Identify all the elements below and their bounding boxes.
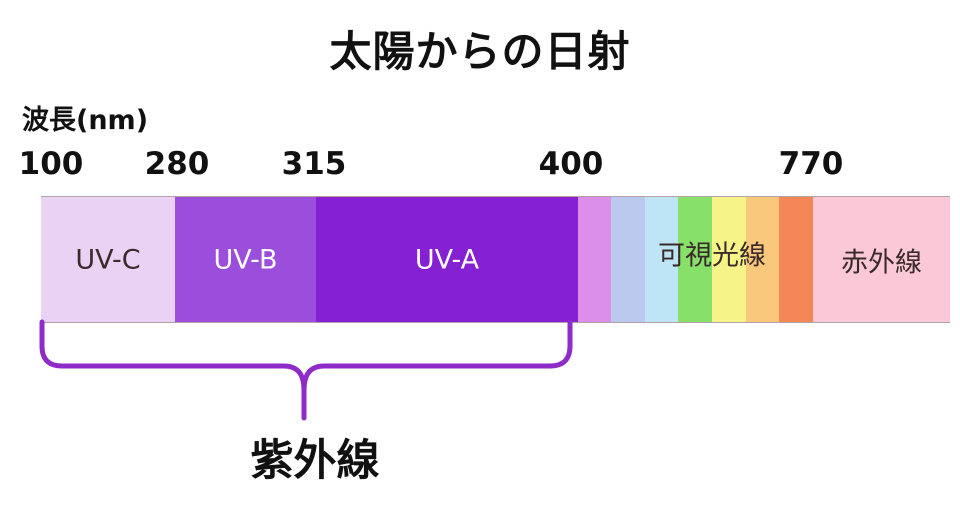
band-infrared-label: 赤外線: [841, 247, 922, 278]
wavelength-unit-label: 波長(nm): [22, 105, 149, 136]
visible-stripe-cyan: [645, 197, 678, 322]
band-infrared: 赤外線: [813, 197, 950, 322]
band-uv-c: UV-C: [41, 197, 175, 322]
visible-stripe-orange: [746, 197, 779, 322]
uv-group-label: 紫外線: [250, 436, 380, 486]
tick-400: 400: [538, 146, 604, 182]
visible-stripe-blue: [611, 197, 645, 322]
band-uv-c-label: UV-C: [75, 244, 141, 275]
tick-100: 100: [18, 146, 84, 182]
band-uv-a: UV-A: [316, 197, 578, 322]
visible-stripe-red: [779, 197, 813, 322]
visible-stripe-yellow: [712, 197, 746, 322]
tick-770: 770: [778, 146, 844, 182]
uv-bracket: [39, 319, 573, 421]
band-visible: [578, 197, 813, 322]
visible-stripe-green: [678, 197, 712, 322]
band-uv-b-label: UV-B: [213, 244, 278, 275]
spectrum-bar: UV-C UV-B UV-A 赤外線 可視光線: [41, 196, 950, 323]
band-uv-a-label: UV-A: [414, 244, 480, 275]
tick-280: 280: [144, 146, 210, 182]
band-visible-label: 可視光線: [658, 240, 766, 272]
diagram-title: 太陽からの日射: [329, 27, 631, 76]
tick-315: 315: [281, 146, 347, 182]
band-uv-b: UV-B: [175, 197, 316, 322]
visible-stripe-violet: [578, 197, 611, 322]
